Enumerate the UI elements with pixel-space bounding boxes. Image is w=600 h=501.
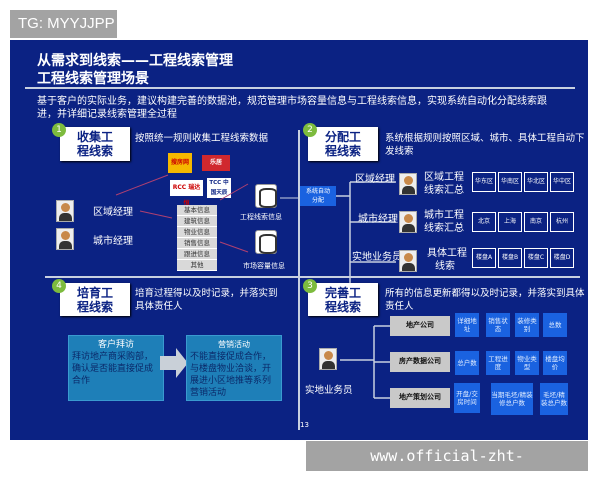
logo-soufun: 搜房网 <box>168 153 192 173</box>
info-item: 跟进信息 <box>177 249 217 260</box>
database-icon <box>255 184 277 208</box>
slide-title: 从需求到线索——工程线索管理 <box>37 53 233 69</box>
logo-leju: 乐居 <box>202 155 230 171</box>
customer-visit-box: 客户拜访拜访地产商采购部，确认是否能直接促成合作 <box>68 335 164 401</box>
info-item: 详细地址 <box>455 313 479 337</box>
grid-cell: 南京 <box>524 212 548 232</box>
q1-desc: 按照统一规则收集工程线索数据 <box>135 133 269 144</box>
marketing-box: 营销活动不能直接促成合作，与楼盘物业洽谈，开展进小区地推等系列营销活动 <box>186 335 282 401</box>
system-auto-distribute: 系统自动分配 <box>300 186 336 206</box>
info-item: 总户数 <box>455 351 479 375</box>
slide: 从需求到线索——工程线索管理 工程线索管理场景 基于客户的实际业务，建议构建完善… <box>10 40 588 440</box>
vertical-divider <box>298 130 300 430</box>
city-grid: 北京 上海 南京 杭州 <box>472 212 574 232</box>
info-item: 开盘/交房时间 <box>454 383 480 413</box>
info-item: 物业类型 <box>515 351 539 375</box>
regional-manager-avatar <box>56 200 74 222</box>
info-item: 楼盘均价 <box>543 351 567 375</box>
role-label: 实地业务员 <box>352 252 402 263</box>
info-item: 销售信息 <box>177 238 217 249</box>
db-label-leads: 工程线索信息 <box>240 213 282 221</box>
info-item: 工程进度 <box>486 351 510 375</box>
summary-label: 区域工程线索汇总 <box>424 172 464 196</box>
grid-cell: 上海 <box>498 212 522 232</box>
grid-cell: 楼盘C <box>524 248 548 268</box>
company-planning: 地产策划公司 <box>390 388 450 408</box>
q2-desc: 系统根据规则按照区域、城市、具体工程自动下发线索 <box>385 133 585 157</box>
info-item: 基本信息 <box>177 205 217 216</box>
role-city: 城市经理 <box>93 236 133 247</box>
q3-label: 完善工程线索 <box>308 283 378 316</box>
company-real-estate: 地产公司 <box>390 316 450 336</box>
divider <box>25 87 575 89</box>
field-agent-label: 实地业务员 <box>305 385 353 396</box>
logo-rcc: RCC 瑞达恒 <box>170 180 203 207</box>
info-item: 物业信息 <box>177 227 217 238</box>
q4-badge: 4 <box>52 279 66 293</box>
watermark-top: TG: MYYJJPP <box>10 10 117 38</box>
q1-badge: 1 <box>52 123 66 137</box>
info-item: 销售状态 <box>486 313 510 337</box>
grid-cell: 楼盘B <box>498 248 522 268</box>
grid-cell: 杭州 <box>550 212 574 232</box>
grid-cell: 华南区 <box>498 172 522 192</box>
person-avatar <box>399 250 417 272</box>
db-label-market: 市场容量信息 <box>243 262 285 270</box>
grid-cell: 北京 <box>472 212 496 232</box>
info-item: 毛坯/精装总户数 <box>540 383 568 415</box>
role-label: 城市经理 <box>358 214 398 225</box>
field-agent-avatar <box>319 348 337 370</box>
info-item: 建筑信息 <box>177 216 217 227</box>
slide-subtitle: 工程线索管理场景 <box>37 71 149 87</box>
q2-branches <box>336 181 396 302</box>
project-grid: 楼盘A 楼盘B 楼盘C 楼盘D <box>472 248 574 268</box>
info-item: 当期毛坯/精装修总户数 <box>491 383 533 415</box>
summary-label: 城市工程线索汇总 <box>424 210 464 234</box>
grid-cell: 华中区 <box>550 172 574 192</box>
q2-label: 分配工程线索 <box>308 127 378 161</box>
info-list: 基本信息 建筑信息 物业信息 销售信息 跟进信息 其他 <box>177 205 217 271</box>
person-avatar <box>399 173 417 195</box>
person-avatar <box>399 211 417 233</box>
q2-badge: 2 <box>303 123 317 137</box>
q1-arrows <box>115 174 298 253</box>
summary-label: 具体工程线索 <box>427 248 467 272</box>
info-item: 总数 <box>543 313 567 337</box>
q1-label: 收集工程线索 <box>60 127 130 161</box>
horizontal-divider <box>45 276 580 278</box>
watermark-bottom: www.official-zht-kaiyunsport.com <box>306 441 588 495</box>
grid-cell: 楼盘D <box>550 248 574 268</box>
arrow-right-icon <box>160 348 188 378</box>
role-label: 区域经理 <box>355 174 395 185</box>
grid-cell: 楼盘A <box>472 248 496 268</box>
info-item: 装修类别 <box>515 313 539 337</box>
logo-tcc: TCC 中国天辰 <box>207 178 231 198</box>
region-grid: 华东区 华南区 华北区 华中区 <box>472 172 574 192</box>
q4-label: 培育工程线索 <box>60 283 130 316</box>
q3-badge: 3 <box>303 279 317 293</box>
company-property-data: 房产数据公司 <box>390 352 450 372</box>
q4-desc: 培育过程得以及时记录，并落实到具体责任人 <box>135 288 278 312</box>
city-manager-avatar <box>56 228 74 250</box>
q3-desc: 所有的信息更新都得以及时记录，并落实到具体责任人 <box>385 288 585 312</box>
grid-cell: 华东区 <box>472 172 496 192</box>
grid-cell: 华北区 <box>524 172 548 192</box>
database-icon <box>255 230 277 254</box>
role-regional: 区域经理 <box>93 207 133 218</box>
intro-text: 基于客户的实际业务，建议构建完善的数据池，规范管理市场容量信息与工程线索信息，实… <box>37 96 547 120</box>
info-item: 其他 <box>177 260 217 271</box>
q3-branches <box>340 325 390 399</box>
page-number: 13 <box>300 421 309 429</box>
